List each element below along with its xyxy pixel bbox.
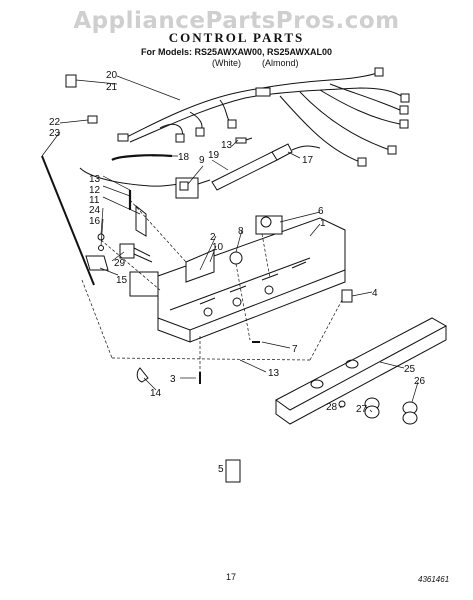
wiring-harness <box>117 67 410 167</box>
document-number: 4361461 <box>418 575 450 584</box>
callout: 4 <box>372 288 378 299</box>
callout: 19 <box>208 150 220 161</box>
part-thermostat-9 <box>175 177 211 199</box>
screw-13-upper <box>235 137 253 144</box>
page-title: CONTROL PARTS <box>168 30 305 45</box>
page-number: 17 <box>226 572 237 582</box>
callout: 16 <box>89 216 101 227</box>
clip-14 <box>136 367 149 383</box>
washer-28 <box>338 400 346 408</box>
callout: 20 <box>106 70 118 81</box>
callout: 17 <box>302 155 314 166</box>
callout: 26 <box>414 376 426 387</box>
variant-white: (White) <box>212 58 241 68</box>
callout: 21 <box>106 82 118 93</box>
callout: 23 <box>49 128 61 139</box>
callout-leaders <box>41 75 419 413</box>
callout: 13 <box>89 174 101 185</box>
knob-27 <box>364 397 380 419</box>
callout: 8 <box>238 226 244 237</box>
control-housing <box>129 217 346 343</box>
console-panel-25 <box>275 317 448 425</box>
callout: 2 <box>210 232 216 243</box>
models-line: For Models: RS25AWXAW00, RS25AWXAL00 <box>140 47 333 57</box>
part-socket-4 <box>341 289 353 303</box>
capillary-line <box>79 167 181 187</box>
guide-lines <box>81 199 343 372</box>
knob-assembly-6 <box>255 215 283 235</box>
callout: 25 <box>404 364 416 375</box>
part-rod-23 <box>41 155 95 286</box>
callout: 13 <box>221 140 233 151</box>
part-clip-22 <box>87 115 98 124</box>
washer-24 <box>97 233 105 241</box>
bracket-15 <box>85 255 109 271</box>
cover-5 <box>225 459 241 483</box>
variants-line: (White) (Almond) <box>0 58 473 70</box>
part-sensor-19 <box>211 143 321 191</box>
part-tube-18 <box>111 154 173 162</box>
callout: 7 <box>292 344 298 355</box>
callout: 9 <box>199 155 205 166</box>
bracket-11 <box>135 204 147 237</box>
callout: 18 <box>178 152 190 163</box>
knob-26 <box>402 401 418 425</box>
callout: 29 <box>114 258 126 269</box>
callout: 6 <box>318 206 324 217</box>
light-8 <box>229 251 243 265</box>
callout: 11 <box>89 195 100 206</box>
callout: 3 <box>170 374 176 385</box>
callout: 1 <box>320 218 326 229</box>
callout: 22 <box>49 117 61 128</box>
callout: 27 <box>356 404 368 415</box>
switch-29 <box>119 243 153 263</box>
callout: 15 <box>116 275 128 286</box>
spacer-16 <box>98 245 104 251</box>
callout: 13 <box>268 368 280 379</box>
callout: 24 <box>89 205 101 216</box>
part-clip-21 <box>65 74 77 88</box>
watermark: AppliancePartsPros.com <box>73 8 400 34</box>
callout: 12 <box>89 185 101 196</box>
callout: 5 <box>218 464 224 475</box>
callout: 28 <box>326 402 338 413</box>
callout-labels: 20 21 22 23 18 9 19 13 17 13 12 11 24 16… <box>49 70 426 475</box>
callout: 14 <box>150 388 162 399</box>
callout: 10 <box>212 242 224 253</box>
variant-almond: (Almond) <box>262 58 299 68</box>
